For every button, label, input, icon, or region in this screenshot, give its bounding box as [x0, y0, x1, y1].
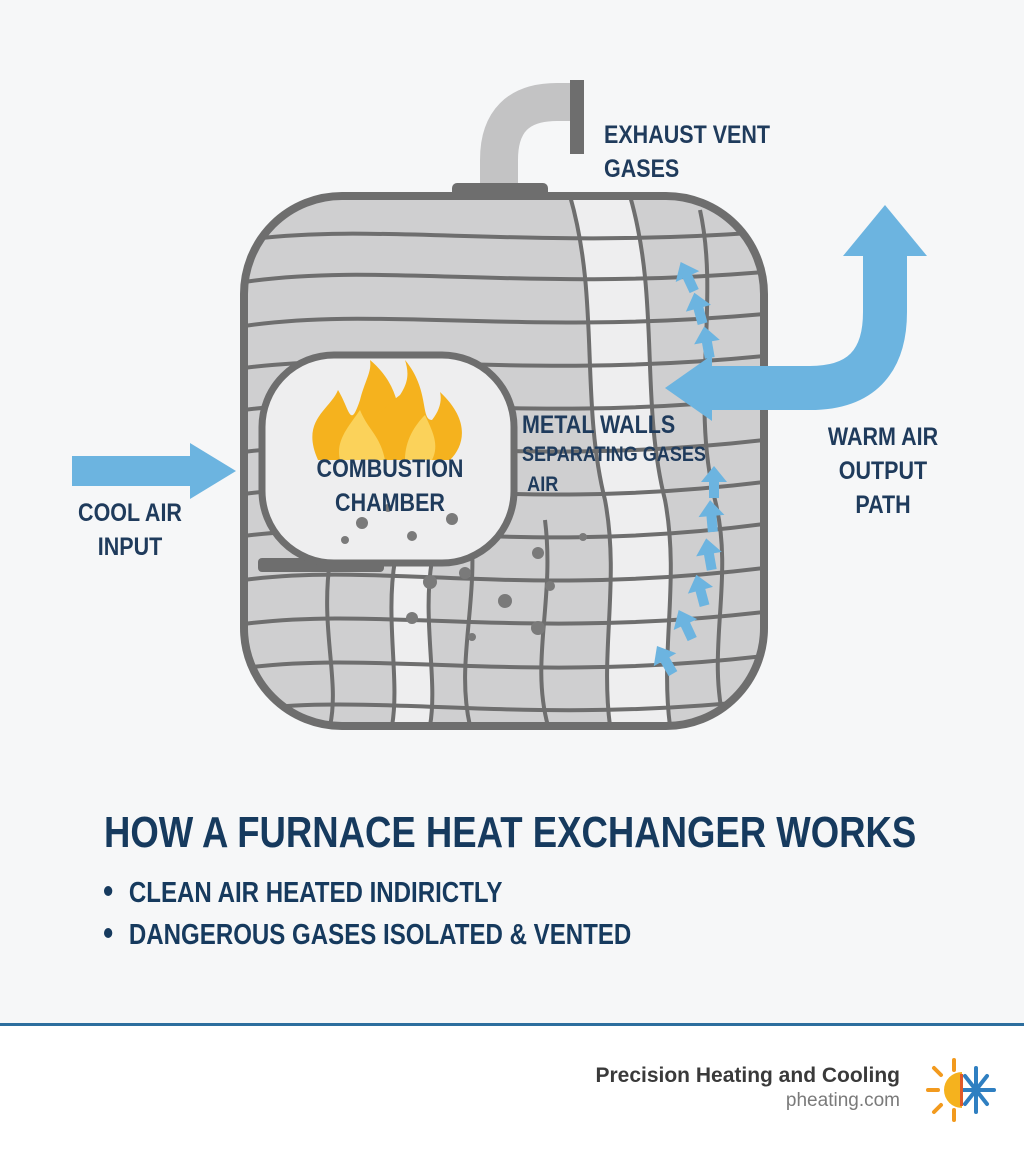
page-title: HOW A FURNACE HEAT EXCHANGER WORKS: [104, 808, 917, 857]
exhaust-label: EXHAUST VENT GASES: [604, 118, 770, 186]
cool-air-label-line1: COOL AIR: [78, 499, 182, 527]
sun-snowflake-icon: [926, 1058, 996, 1122]
metal-walls-label-line1: METAL WALLS: [522, 411, 676, 439]
flow-arrows: [653, 262, 727, 677]
metal-walls-label-line2: SEPARATING GASES: [522, 443, 706, 466]
warm-air-label: WARM AIR OUTPUT PATH: [819, 420, 948, 522]
cool-air-label-line2: INPUT: [97, 533, 163, 561]
bullet-text: CLEAN AIR HEATED INDIRICTLY: [128, 877, 503, 909]
flame-icon: [312, 360, 462, 460]
exhaust-label-line2: GASES: [604, 155, 680, 183]
bullet-item: CLEAN AIR HEATED INDIRICTLY: [104, 872, 631, 914]
cool-air-label: COOL AIR INPUT: [70, 496, 190, 564]
bullet-list: CLEAN AIR HEATED INDIRICTLY DANGEROUS GA…: [104, 872, 739, 956]
exhaust-pipe: [452, 80, 584, 205]
metal-walls-label: METAL WALLS SEPARATING GASES AIR: [522, 410, 736, 500]
company-url: pheating.com: [785, 1090, 900, 1111]
warm-air-arrow: [665, 205, 927, 421]
exhaust-label-line1: EXHAUST VENT: [604, 121, 771, 149]
footer-divider: [0, 1023, 1024, 1026]
warm-air-label-line2: OUTPUT: [838, 457, 928, 485]
heat-exchanger-diagram: [72, 80, 927, 730]
warm-air-label-line1: WARM AIR: [827, 423, 939, 451]
bullet-text: DANGEROUS GASES ISOLATED & VENTED: [128, 919, 632, 951]
combustion-label: COMBUSTION CHAMBER: [313, 452, 468, 520]
gas-particles: [341, 504, 587, 641]
combustion-label-line2: CHAMBER: [335, 489, 445, 517]
bullet-item: DANGEROUS GASES ISOLATED & VENTED: [104, 914, 631, 956]
footer: [0, 1026, 1024, 1154]
cool-air-arrow: [72, 443, 236, 499]
company-name: Precision Heating and Cooling: [595, 1064, 900, 1087]
bullet-icon: [104, 928, 113, 939]
bullet-icon: [104, 886, 113, 897]
metal-walls-label-line3: AIR: [527, 473, 559, 496]
combustion-label-line1: COMBUSTION: [316, 455, 464, 483]
warm-air-label-line3: PATH: [855, 491, 911, 519]
